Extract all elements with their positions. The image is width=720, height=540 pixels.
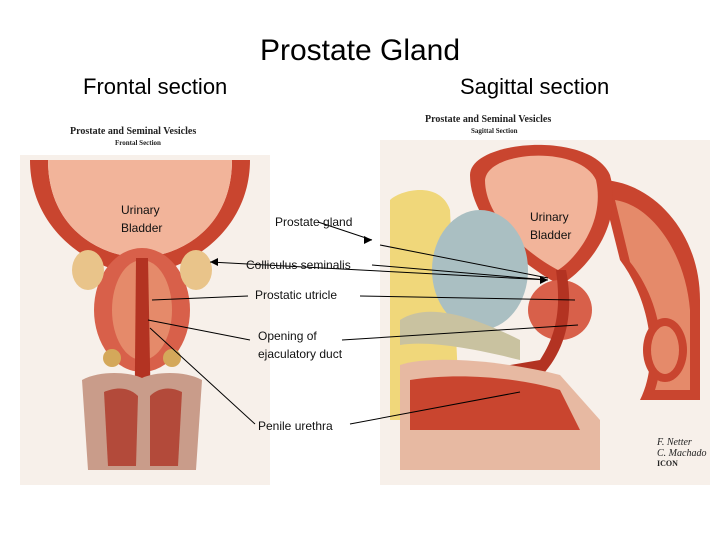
- label-colliculus-seminalis: Colliculus seminalis: [246, 258, 351, 272]
- sagittal-section-heading: Sagittal section: [460, 74, 610, 99]
- leader-line: [379, 244, 549, 279]
- label-penile-urethra: Penile urethra: [258, 419, 333, 433]
- arrow-head: [364, 236, 372, 244]
- leader-line: [371, 264, 549, 281]
- leader-line: [209, 261, 549, 281]
- leader-line: [151, 295, 249, 301]
- label-prostatic-utricle: Prostatic utricle: [255, 288, 338, 302]
- leader-line: [341, 324, 579, 341]
- leader-lines: [147, 221, 579, 425]
- label-prostate-gland: Prostate gland: [275, 215, 353, 229]
- leader-line: [149, 327, 256, 425]
- page-title: Prostate Gland: [259, 34, 461, 67]
- sagittal-section-plate: [380, 140, 710, 485]
- leader-line: [147, 319, 251, 341]
- sagittal-plate-title: Prostate and Seminal Vesicles Sagittal S…: [425, 114, 552, 135]
- leader-line: [317, 221, 373, 241]
- netter-signature: F. Netter C. Machado ICON: [657, 437, 707, 468]
- frontal-section-heading: Frontal section: [83, 74, 228, 99]
- leader-line: [359, 295, 576, 301]
- arrow-head: [210, 258, 218, 266]
- leader-line: [349, 391, 521, 425]
- frontal-plate-title: Prostate and Seminal Vesicles Frontal Se…: [70, 126, 197, 147]
- arrow-head: [540, 276, 548, 284]
- label-urinary-bladder-left: Urinary Bladder: [121, 203, 163, 235]
- label-urinary-bladder-right: Urinary Bladder: [530, 210, 572, 242]
- label-opening-ejaculatory-duct: Opening of ejaculatory duct: [258, 329, 343, 361]
